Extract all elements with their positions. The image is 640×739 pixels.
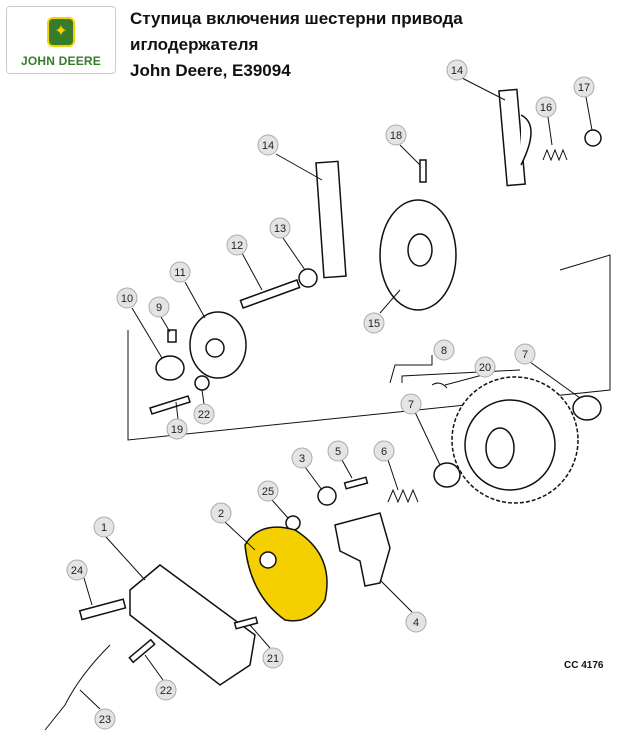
callout-14[interactable]: 14 bbox=[257, 134, 279, 156]
svg-text:23: 23 bbox=[99, 714, 111, 726]
callout-11[interactable]: 11 bbox=[169, 261, 191, 283]
svg-text:7: 7 bbox=[408, 399, 414, 411]
svg-text:20: 20 bbox=[479, 362, 491, 374]
svg-text:8: 8 bbox=[441, 345, 447, 357]
part-18-pin bbox=[419, 159, 427, 183]
part-17-nut bbox=[584, 129, 602, 147]
callout-5[interactable]: 5 bbox=[327, 440, 349, 462]
callout-18[interactable]: 18 bbox=[385, 124, 407, 146]
part-8-hub bbox=[485, 427, 515, 469]
callout-12[interactable]: 12 bbox=[226, 234, 248, 256]
part-14-hook bbox=[520, 114, 532, 166]
svg-text:13: 13 bbox=[274, 223, 286, 235]
callout-17[interactable]: 17 bbox=[573, 76, 595, 98]
part-2-cam-highlighted bbox=[244, 526, 328, 622]
callout-6[interactable]: 6 bbox=[373, 440, 395, 462]
svg-text:9: 9 bbox=[156, 302, 162, 314]
callout-1[interactable]: 1 bbox=[93, 516, 115, 538]
callout-10[interactable]: 10 bbox=[116, 287, 138, 309]
svg-text:6: 6 bbox=[381, 446, 387, 458]
svg-text:5: 5 bbox=[335, 446, 341, 458]
title-line-3: John Deere, E39094 bbox=[130, 61, 291, 80]
callout-2[interactable]: 2 bbox=[210, 502, 232, 524]
svg-text:17: 17 bbox=[578, 82, 590, 94]
part-23-wire bbox=[44, 644, 111, 731]
svg-text:12: 12 bbox=[231, 240, 243, 252]
svg-text:10: 10 bbox=[121, 293, 133, 305]
part-19-bolt bbox=[149, 395, 191, 415]
callout-15[interactable]: 15 bbox=[363, 312, 385, 334]
part-22-nut bbox=[194, 375, 210, 391]
callout-7[interactable]: 7 bbox=[400, 393, 422, 415]
part-11-bore bbox=[205, 338, 225, 358]
part-22-pin bbox=[128, 638, 156, 664]
svg-text:15: 15 bbox=[368, 318, 380, 330]
deer-icon: ✦ bbox=[47, 17, 75, 47]
callout-7[interactable]: 7 bbox=[514, 343, 536, 365]
svg-text:16: 16 bbox=[540, 102, 552, 114]
svg-text:14: 14 bbox=[451, 65, 463, 77]
svg-text:22: 22 bbox=[198, 409, 210, 421]
callout-19[interactable]: 19 bbox=[166, 418, 188, 440]
callout-4[interactable]: 4 bbox=[405, 611, 427, 633]
diagram-code: CC 4176 bbox=[564, 660, 604, 671]
callout-13[interactable]: 13 bbox=[269, 217, 291, 239]
callout-21[interactable]: 21 bbox=[262, 647, 284, 669]
callout-23[interactable]: 23 bbox=[94, 708, 116, 730]
svg-text:7: 7 bbox=[522, 349, 528, 361]
callout-16[interactable]: 16 bbox=[535, 96, 557, 118]
part-20-pin bbox=[431, 382, 448, 389]
svg-text:1: 1 bbox=[101, 522, 107, 534]
svg-text:19: 19 bbox=[171, 424, 183, 436]
callout-8[interactable]: 8 bbox=[433, 339, 455, 361]
part-10-bushing bbox=[155, 355, 185, 381]
part-3-washer bbox=[317, 486, 337, 506]
part-7-bushing-left bbox=[433, 462, 461, 488]
part-16-spring bbox=[542, 148, 568, 162]
page-title: Ступица включения шестерни привода иглод… bbox=[130, 6, 463, 84]
svg-text:18: 18 bbox=[390, 130, 402, 142]
part-14-bracket-left bbox=[315, 160, 347, 279]
part-12-bolt bbox=[239, 279, 301, 309]
part-5-pin bbox=[343, 476, 369, 490]
part-6-spring bbox=[387, 488, 419, 504]
part-7-bushing-right bbox=[572, 395, 602, 421]
svg-text:11: 11 bbox=[174, 267, 185, 279]
svg-text:2: 2 bbox=[218, 508, 224, 520]
part-13-nut bbox=[298, 268, 318, 288]
svg-text:25: 25 bbox=[262, 486, 274, 498]
callout-9[interactable]: 9 bbox=[148, 296, 170, 318]
callout-24[interactable]: 24 bbox=[66, 559, 88, 581]
leader-lines bbox=[79, 77, 593, 710]
svg-text:24: 24 bbox=[71, 565, 83, 577]
john-deere-logo: ✦ JOHN DEERE bbox=[6, 6, 116, 74]
svg-text:22: 22 bbox=[160, 685, 172, 697]
part-15-hub bbox=[407, 233, 433, 267]
svg-text:4: 4 bbox=[413, 617, 419, 629]
part-21-pin bbox=[233, 616, 259, 630]
part-2-hole bbox=[259, 551, 277, 569]
logo-text: JOHN DEERE bbox=[20, 54, 102, 68]
callout-22[interactable]: 22 bbox=[155, 679, 177, 701]
part-1-block bbox=[129, 564, 256, 686]
assembly-frame bbox=[127, 254, 611, 441]
part-24-bolt bbox=[78, 598, 127, 621]
callout-3[interactable]: 3 bbox=[291, 447, 313, 469]
svg-text:14: 14 bbox=[262, 140, 274, 152]
title-line-2: иглодержателя bbox=[130, 35, 259, 54]
part-9-setscrew bbox=[167, 329, 177, 343]
svg-text:21: 21 bbox=[267, 653, 279, 665]
callout-25[interactable]: 25 bbox=[257, 480, 279, 502]
callout-22[interactable]: 22 bbox=[193, 403, 215, 425]
callout-14[interactable]: 14 bbox=[446, 59, 468, 81]
callout-20[interactable]: 20 bbox=[474, 356, 496, 378]
title-line-1: Ступица включения шестерни привода bbox=[130, 9, 463, 28]
part-4-lever bbox=[334, 512, 391, 587]
svg-text:3: 3 bbox=[299, 453, 305, 465]
